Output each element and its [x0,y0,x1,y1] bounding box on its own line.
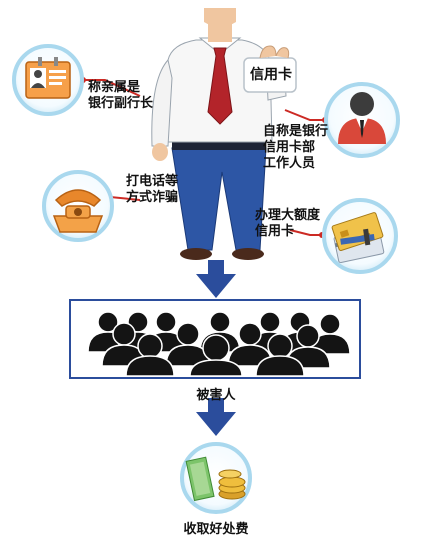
connector-top-left [83,79,141,97]
card-label: 信用卡 [250,67,292,83]
tactic-label-large-credit-card: 办理大额度 信用卡 [255,208,321,239]
result-caption: 收取好处费 [183,522,249,537]
id-badge-icon [12,44,84,116]
telephone-icon [42,170,114,242]
arrow-down-2 [196,398,236,436]
trousers [171,147,267,251]
bank-staff-icon [324,82,400,158]
money-icon [180,442,252,514]
tie [207,47,233,125]
connector-mid-right [289,229,322,236]
credit-cards-icon [322,198,398,274]
held-credit-card [243,45,297,93]
victim-crowd [87,311,351,377]
tactic-label-phone-fraud: 打电话等 方式诈骗 [126,174,179,205]
victims-caption: 被害人 [196,388,236,403]
tactic-label-bank-card-staff: 自称是银行 信用卡部 工作人员 [263,124,329,171]
connector-top-right [284,109,325,121]
arrow-down-1 [196,260,236,298]
tactic-label-relative-vice-president: 称亲属是 银行副行长 [88,80,154,111]
